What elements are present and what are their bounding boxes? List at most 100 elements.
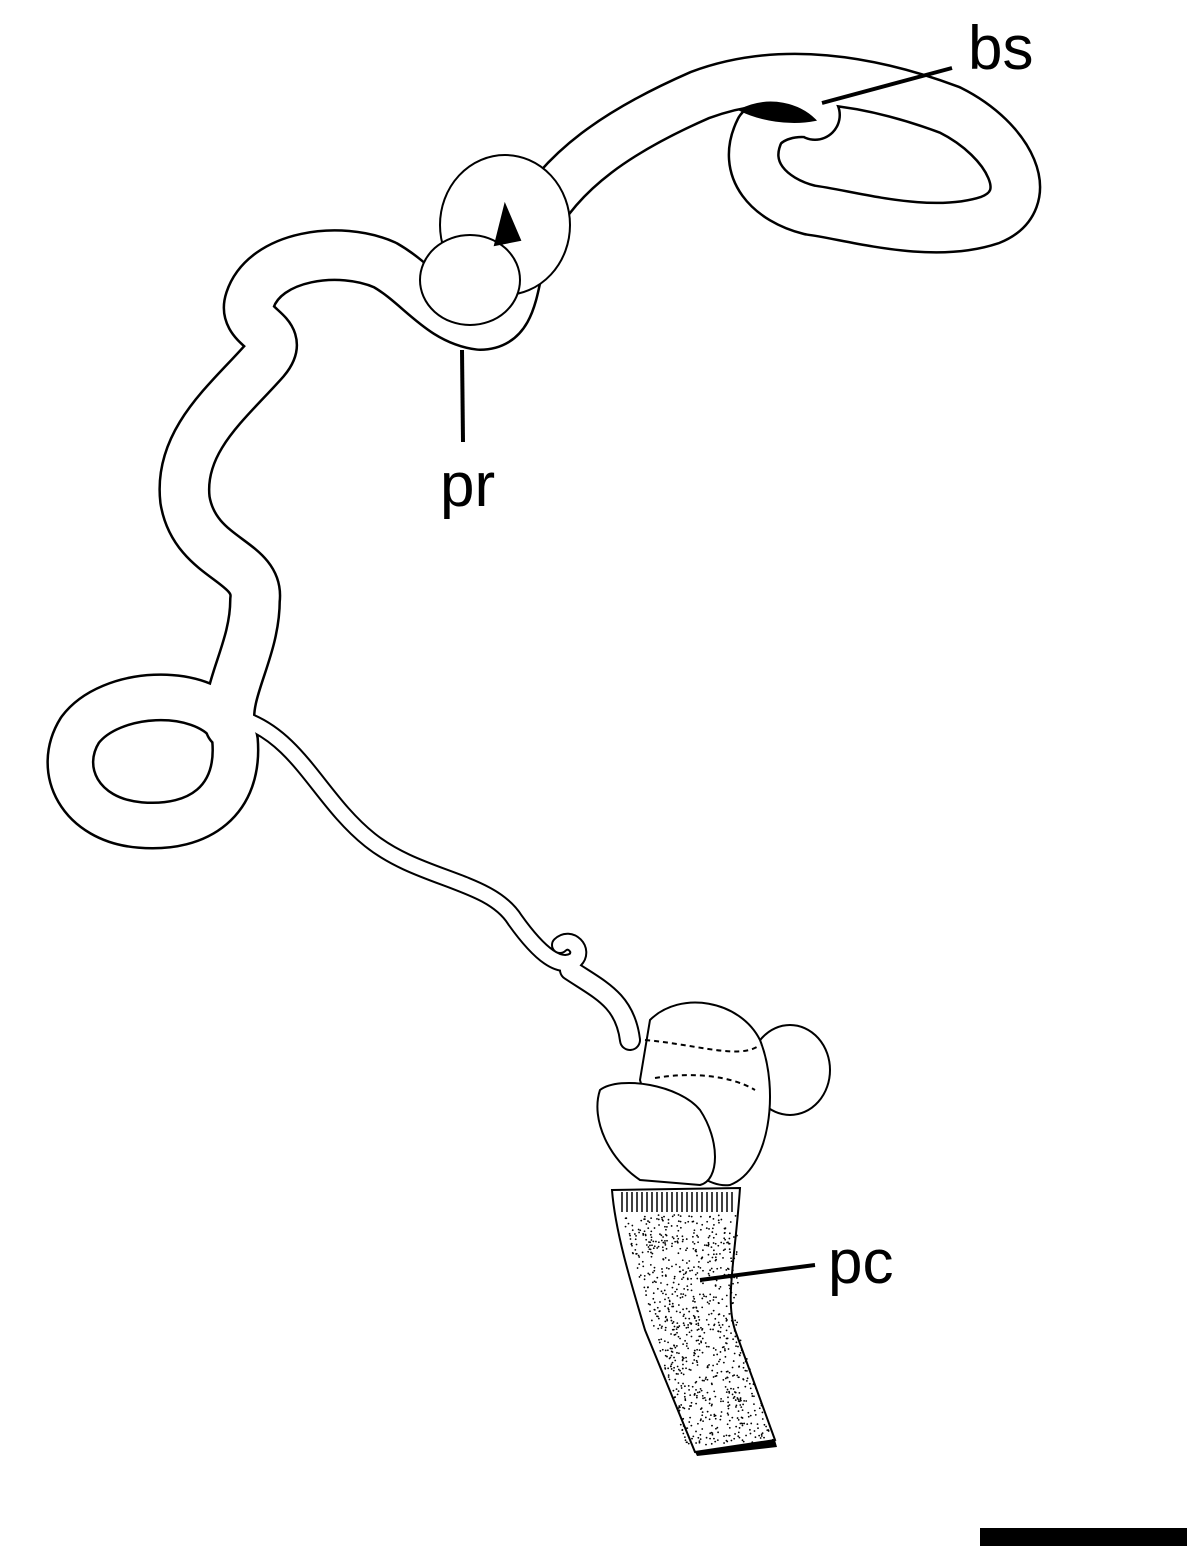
stipple-dot [688,1368,691,1371]
stipple-dot [714,1317,717,1320]
stipple-dot [647,1250,650,1253]
stipple-dot [665,1267,668,1269]
stipple-dot [734,1335,737,1338]
stipple-dot [730,1291,733,1294]
stipple-dot [738,1427,741,1429]
stipple-dot [664,1233,667,1236]
stipple-dot [713,1415,716,1417]
stipple-dot [751,1441,754,1444]
stipple-dot [638,1256,641,1258]
stipple-dot [761,1418,764,1420]
stipple-dot [718,1221,720,1224]
stipple-dot [728,1237,731,1240]
stipple-dot [645,1223,648,1225]
stipple-dot [684,1399,687,1402]
stipple-dot [697,1316,700,1318]
stipple-dot [689,1405,691,1407]
stipple-dot [737,1435,740,1438]
stipple-dot [686,1285,689,1288]
stipple-dot [711,1433,714,1436]
stipple-dot [681,1356,684,1358]
stipple-dot [643,1215,646,1218]
stipple-dot [731,1393,734,1396]
stipple-dot [698,1441,701,1444]
stipple-dot [713,1324,715,1327]
stipple-dot [705,1345,708,1348]
stipple-dot [731,1302,734,1305]
stipple-dot [733,1391,736,1393]
stipple-dot [675,1345,678,1347]
stipple-dot [665,1247,668,1250]
stipple-dot [660,1338,663,1341]
stipple-dot [671,1322,674,1325]
stipple-dot [734,1433,736,1435]
stipple-dot [719,1418,722,1421]
stipple-dot [695,1250,698,1253]
stipple-dot [652,1325,655,1327]
stipple-dot [690,1329,693,1332]
stipple-dot [753,1395,755,1398]
stipple-dot [631,1224,634,1227]
stipple-dot [641,1260,644,1263]
stipple-dot [696,1394,698,1397]
stipple-dot [735,1324,738,1326]
stipple-dot [728,1419,731,1422]
stipple-dot [671,1347,673,1350]
stipple-dot [716,1426,719,1429]
stipple-dot [685,1326,688,1329]
stipple-dot [725,1391,728,1394]
stipple-dot [657,1317,660,1320]
stipple-dot [672,1321,675,1323]
stipple-dot [711,1227,714,1230]
stipple-dot [709,1432,712,1435]
stipple-dot [671,1328,674,1331]
stipple-dot [705,1443,707,1446]
stipple-dot [738,1436,741,1439]
stipple-dot [643,1286,646,1289]
stipple-dot [693,1351,696,1354]
stipple-dot [684,1317,687,1320]
stipple-dot [699,1433,702,1436]
stipple-dot [712,1347,715,1350]
stipple-dot [683,1392,686,1395]
stipple-dot [674,1240,677,1243]
stipple-dot [676,1365,679,1368]
stipple-dot [689,1322,691,1324]
stipple-dot [701,1297,704,1300]
stipple-dot [717,1302,720,1304]
stipple-dot [696,1329,699,1331]
stipple-dot [699,1438,702,1441]
stipple-dot [677,1382,680,1384]
stipple-dot [672,1237,675,1240]
stipple-dot [671,1236,674,1238]
stipple-dot [712,1328,714,1331]
stipple-dot [723,1442,725,1444]
stipple-dot [705,1295,708,1298]
stipple-dot [650,1217,653,1219]
stipple-dot [679,1270,682,1273]
stipple-dot [631,1229,634,1232]
stipple-dot [642,1265,645,1268]
stipple-dot [687,1267,690,1270]
stipple-dot [674,1378,677,1381]
stipple-dot [676,1240,679,1243]
stipple-dot [753,1403,755,1405]
stipple-dot [667,1376,670,1378]
stipple-dot [699,1293,701,1296]
stipple-dot [722,1379,725,1381]
stipple-dot [732,1388,735,1390]
stipple-dot [703,1379,705,1382]
stipple-dot [664,1225,666,1228]
stipple-dot [708,1313,710,1316]
stipple-dot [700,1389,703,1392]
stipple-dot [698,1342,701,1345]
stipple-dot [681,1418,683,1421]
stipple-dot [673,1334,676,1336]
stipple-dot [696,1234,698,1237]
stipple-dot [676,1224,679,1227]
stipple-dot [698,1349,701,1352]
stipple-dot [666,1355,668,1358]
stipple-dot [690,1289,693,1292]
stipple-dot [691,1269,694,1272]
stipple-dot [701,1306,704,1309]
